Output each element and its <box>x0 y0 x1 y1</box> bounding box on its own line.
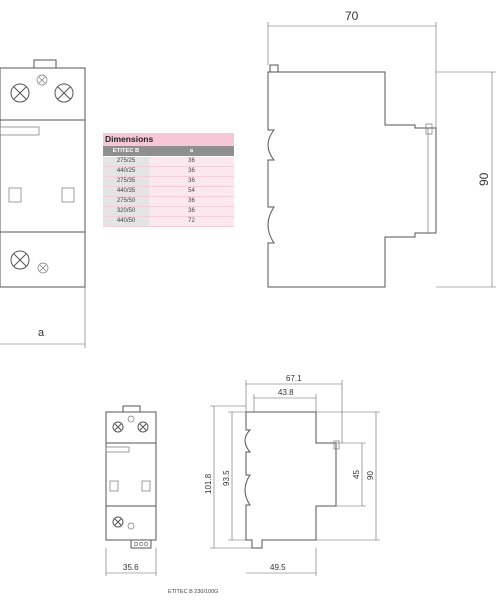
cell-a: 36 <box>149 167 234 176</box>
cell-a: 36 <box>149 177 234 186</box>
cell-model: 440/25 <box>103 167 149 176</box>
side-profile-small <box>244 411 337 549</box>
front-view-bottom: 35.6 <box>105 405 157 576</box>
terminal-screw-icon <box>10 74 74 274</box>
cell-a: 54 <box>149 187 234 196</box>
table-header: ETITEC B a <box>103 146 234 157</box>
cell-a: 36 <box>149 157 234 166</box>
cell-model: 275/25 <box>103 157 149 166</box>
height-body-label: 93.5 <box>222 470 231 486</box>
device-body <box>0 67 86 288</box>
width-dimension-label: 35.6 <box>123 563 139 572</box>
height-overall-label: 101.8 <box>204 473 213 494</box>
width-dimension-label: 70 <box>345 9 359 23</box>
side-view-bottom: 67.1 43.8 101.8 93.5 45 90 49.5 <box>204 374 380 576</box>
cell-model: 275/50 <box>103 197 149 206</box>
height-front-label: 45 <box>352 470 361 479</box>
header-a: a <box>189 148 194 154</box>
cell-model: 440/35 <box>103 187 149 196</box>
indicator-window-right <box>61 187 75 203</box>
top-clip <box>33 59 57 69</box>
header-model: ETITEC B <box>112 148 140 154</box>
cell-model: 440/50 <box>103 217 149 226</box>
height-rail-label: 90 <box>366 471 375 480</box>
module-width-label: a <box>38 327 45 339</box>
side-view-top: 70 90 <box>267 9 496 288</box>
depth-front-label: 43.8 <box>278 388 294 397</box>
side-profile <box>267 71 437 288</box>
cell-a: 72 <box>149 217 234 226</box>
indicator-window-left <box>8 187 22 203</box>
cell-model: 320/50 <box>103 207 149 216</box>
cell-a: 36 <box>149 207 234 216</box>
depth-base-label: 49.5 <box>270 563 286 572</box>
side-clip <box>269 64 279 73</box>
cell-a: 36 <box>149 197 234 206</box>
height-dimension-label: 90 <box>477 172 491 186</box>
terminal-screw-icon <box>112 415 149 530</box>
front-view-top: a <box>0 59 86 348</box>
connector-block <box>130 539 152 549</box>
cell-model: 275/35 <box>103 177 149 186</box>
table-title: Dimensions <box>103 133 234 146</box>
depth-overall-label: 67.1 <box>286 374 302 383</box>
model-label: ETITEC B 230/100G <box>168 589 219 595</box>
label-window <box>0 126 40 136</box>
